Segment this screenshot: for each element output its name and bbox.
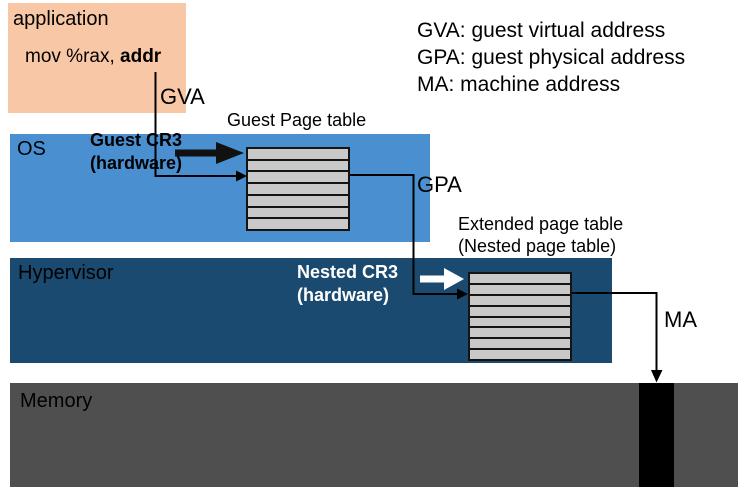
guest-page-table-title: Guest Page table [227,110,367,130]
guest-page-table [246,147,350,231]
page-table-row [470,306,570,318]
application-label: application [13,8,109,30]
page-table-row [470,317,570,329]
legend-line-ma: MA: machine address [417,73,621,96]
memory-label: Memory [20,390,93,412]
instruction-prefix: mov %rax, [25,46,121,67]
memory-box [10,383,738,487]
nested-cr3-label: Nested CR3 (hardware) [297,261,398,307]
page-table-row [248,149,348,161]
page-table-row [470,295,570,307]
os-label: OS [17,138,46,160]
extended-page-table [468,272,572,361]
gva-label: GVA [160,84,205,109]
ma-arrowhead-icon [651,370,663,383]
ma-label: MA [664,307,697,332]
nested-cr3-name: Nested CR3 [297,262,399,282]
hypervisor-label: Hypervisor [18,262,114,284]
page-table-row [470,284,570,296]
extended-page-table-title: Extended page table (Nested page table) [458,213,623,257]
guest-cr3-label: Guest CR3 (hardware) [90,129,182,175]
page-table-row [470,339,570,351]
instruction-operand: addr [120,46,162,67]
legend-line-gva: GVA: guest virtual address [417,19,666,42]
page-table-row [470,274,570,285]
os-box [10,134,430,242]
legend-line-gpa: GPA: guest physical address [417,46,686,69]
page-table-row [248,160,348,173]
gpa-label: GPA [417,172,462,197]
guest-cr3-sub: (hardware) [90,153,183,173]
page-table-row [248,184,348,196]
extended-page-table-title-line2: (Nested page table) [458,236,617,256]
nested-cr3-sub: (hardware) [297,285,390,305]
page-table-row [470,350,570,359]
page-table-row [470,328,570,340]
page-table-row [248,207,348,220]
ma-target-block [639,383,674,487]
page-table-row [248,195,348,208]
page-table-row [248,172,348,185]
page-table-row [248,219,348,230]
legend: GVA: guest virtual address GPA: guest ph… [417,17,685,98]
extended-page-table-title-line1: Extended page table [458,214,624,234]
instruction-text: mov %rax, addr [25,46,161,68]
guest-cr3-name: Guest CR3 [90,130,183,150]
